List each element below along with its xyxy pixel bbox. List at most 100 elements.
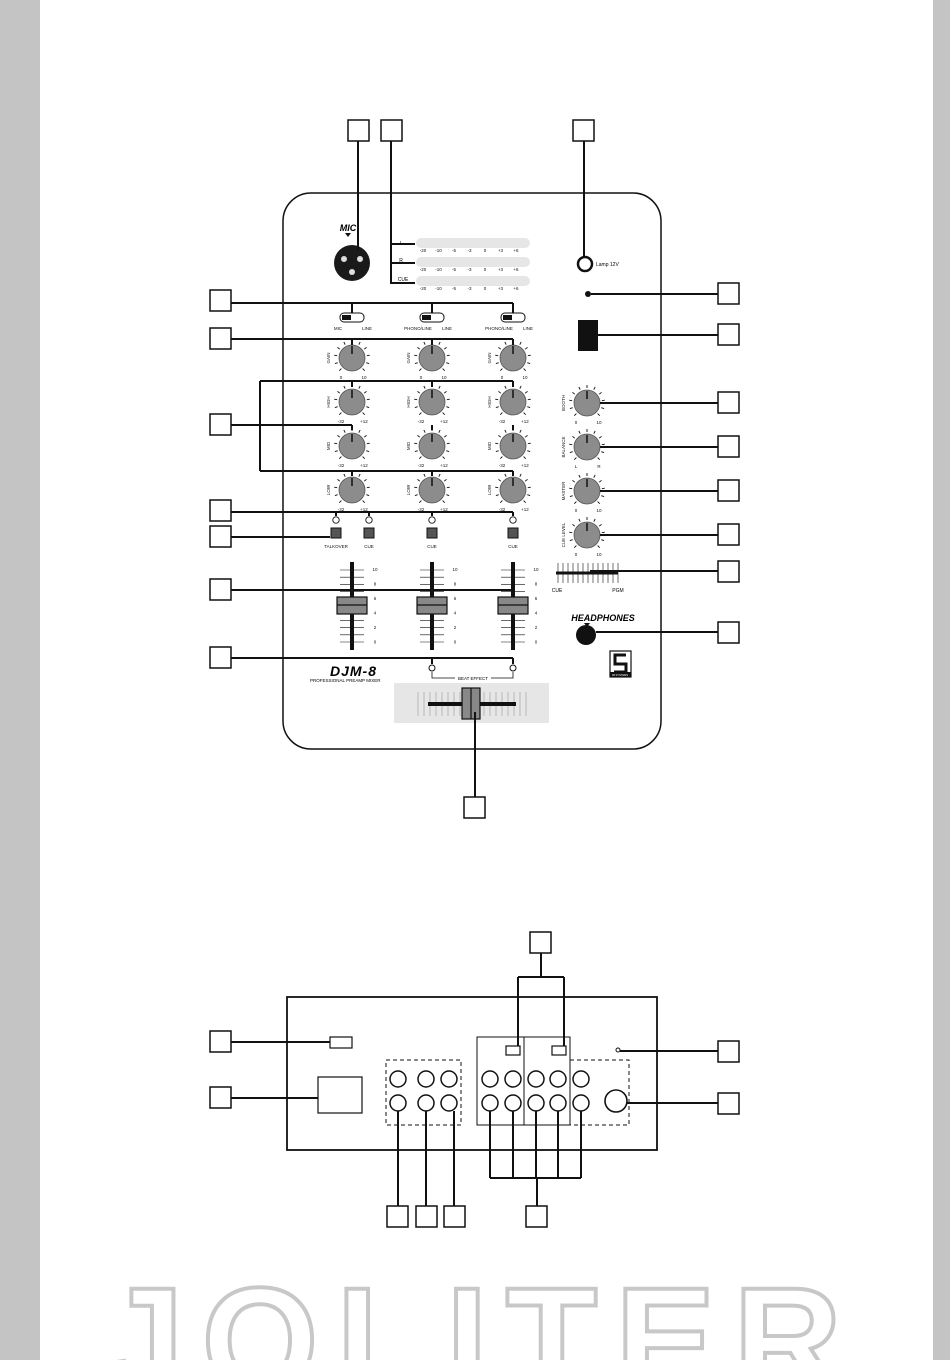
meter-scale-label: +6 (513, 248, 519, 253)
knob-min-label: 0 (575, 552, 578, 557)
fader-scale-label: 10 (452, 567, 458, 572)
meter-scale-label: +6 (513, 267, 519, 272)
knob-label: BOOTH (561, 395, 566, 411)
meter-bar (416, 257, 530, 267)
knob-tick (417, 479, 421, 482)
knob-tick (358, 341, 361, 345)
callout-box (717, 282, 740, 305)
knob-tick (597, 457, 601, 461)
mic-xlr-jack (334, 245, 370, 281)
knob-tick (572, 436, 576, 439)
lamp-label: Lamp 12V (596, 262, 619, 268)
knob-min-label: 0 (575, 508, 578, 513)
callout-box (717, 391, 740, 414)
knob-max-label: +12 (440, 507, 448, 512)
fader-scale-label: 0 (454, 640, 457, 645)
footer-logo-text: JOLITER (100, 1256, 859, 1360)
knob-tick (572, 480, 576, 483)
fader-scale-label: 2 (535, 625, 538, 630)
rca-jack (504, 1070, 522, 1088)
knob-tick (495, 450, 499, 452)
knob-tick (446, 450, 450, 452)
knob-label: LOW (326, 484, 331, 495)
knob-tick (499, 412, 503, 416)
meter-row-label: CUE (398, 277, 409, 283)
knob-max-label: 10 (522, 375, 528, 380)
knob-label: LOW (406, 484, 411, 495)
meter-scale-label: -5 (452, 248, 456, 253)
fader-scale-label: 10 (533, 567, 539, 572)
meter-scale-label: -3 (467, 248, 471, 253)
meter-scale-label: 0 (484, 248, 487, 253)
knob-tick (442, 456, 446, 460)
knob-tick (499, 500, 503, 504)
rca-jack (527, 1070, 545, 1088)
knob-tick (578, 430, 581, 434)
knob-tick (334, 494, 338, 496)
meter-scale-label: +3 (498, 286, 504, 291)
callout-box (209, 525, 232, 548)
left-margin-bar (0, 0, 40, 1360)
callout-box (209, 578, 232, 601)
knob-min-label: 0 (501, 375, 504, 380)
rear-panel-outline (286, 996, 658, 1151)
channel-knob: HIGH-32+12 (326, 384, 370, 424)
meter-scale-label: +3 (498, 248, 504, 253)
knob-tick (523, 456, 527, 460)
knob-max-label: R (597, 464, 601, 469)
callout-box (717, 323, 740, 346)
knob-tick (423, 341, 426, 345)
knob-label: MID (406, 441, 411, 450)
lamp-socket (576, 255, 594, 273)
knob-tick (527, 362, 531, 364)
knob-tick (572, 392, 576, 395)
knob-tick (446, 362, 450, 364)
fader-scale-label: 6 (454, 596, 457, 601)
rca-jack (549, 1070, 567, 1088)
cue-led (428, 516, 436, 524)
callout-box (209, 1030, 232, 1053)
knob-tick (498, 435, 502, 438)
knob-tick (362, 456, 366, 460)
knob-tick (417, 347, 421, 350)
knob-tick (601, 495, 605, 497)
callout-box (209, 646, 232, 669)
callout-box (209, 499, 232, 522)
knob-min-label: L (575, 464, 578, 469)
knob-tick (578, 474, 581, 478)
knob-min-label: -32 (499, 507, 506, 512)
cue-pgm-slider: CUE PGM (552, 563, 624, 594)
brand-badge-text: JB SYSTEMS (612, 673, 628, 677)
callout-box (572, 119, 595, 142)
knob-tick (438, 473, 441, 477)
knob-tick (524, 479, 528, 482)
knob-tick (438, 429, 441, 433)
knob-body (338, 432, 366, 460)
knob-tick (414, 494, 418, 496)
knob-tick (443, 435, 447, 438)
knob-tick (414, 450, 418, 452)
meter-scale-label: -5 (452, 286, 456, 291)
callout-box (386, 1205, 409, 1228)
knob-tick (338, 456, 342, 460)
knob-min-label: -32 (338, 507, 345, 512)
knob-tick (334, 362, 338, 364)
callout-box (347, 119, 370, 142)
rca-jack (389, 1070, 407, 1088)
knob-tick (363, 347, 367, 350)
fader-scale-label: 4 (454, 611, 457, 616)
knob-tick (337, 391, 341, 394)
channel-knob: MID-32+12 (487, 428, 531, 468)
knob-body (418, 388, 446, 416)
knob-body (499, 432, 527, 460)
knob-body (418, 432, 446, 460)
knob-tick (338, 500, 342, 504)
headphones-label: HEADPHONES (571, 613, 635, 623)
knob-tick (573, 413, 577, 417)
front-callouts (209, 119, 740, 819)
knob-min-label: 0 (575, 420, 578, 425)
